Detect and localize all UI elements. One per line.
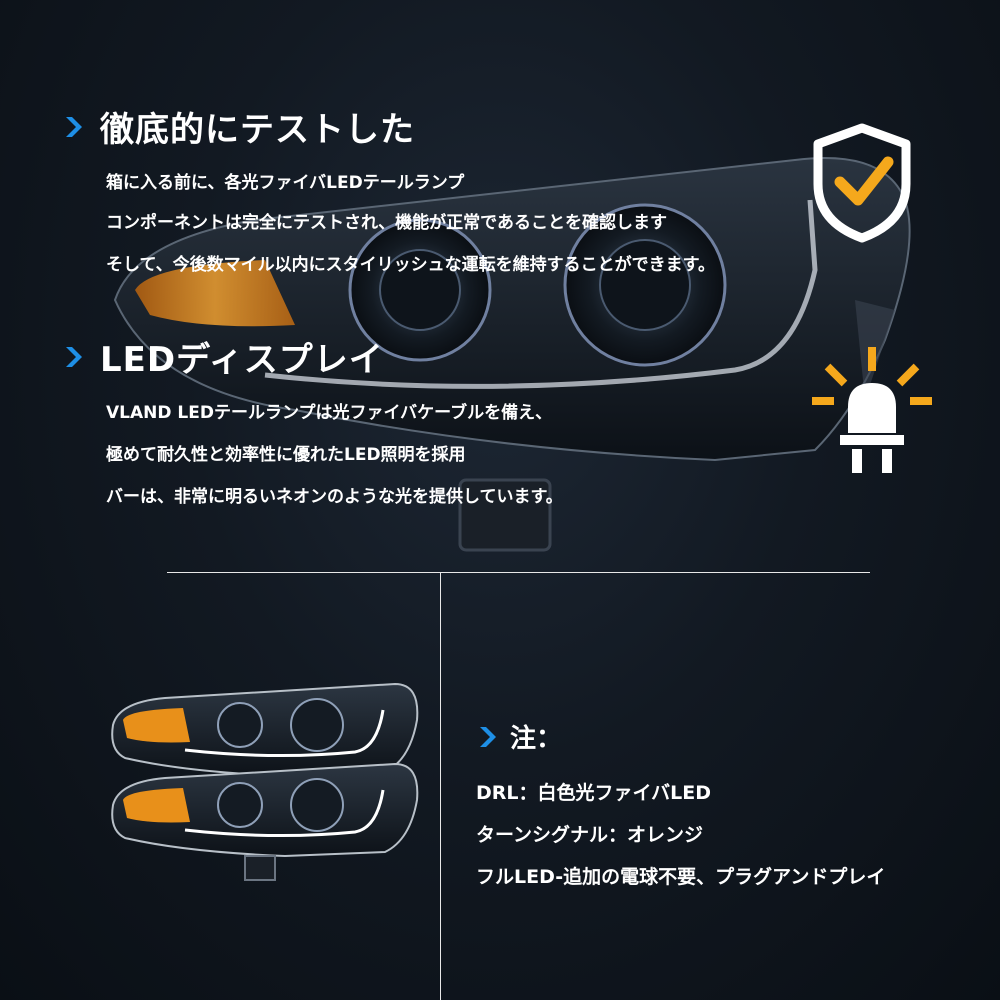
section-tested-line-3: そして、今後数マイル以内にスタイリッシュな運転を維持することができます。 [106,255,715,275]
section-led-line-3: バーは、非常に明るいネオンのような光を提供しています。 [106,487,563,507]
note-turn-signal: ターンシグナル：オレンジ [476,824,704,846]
section-tested: 徹底的にテストした [62,102,415,151]
section-led-display: LEDディスプレイ [62,332,384,381]
shield-check-icon [813,123,911,243]
chevron-right-icon [480,726,496,747]
section-led-heading: LEDディスプレイ [100,340,384,380]
section-tested-line-1: 箱に入る前に、各光ファイバLEDテールランプ [106,173,465,193]
section-tested-heading: 徹底的にテストした [100,110,415,150]
note-full-led: フルLED-追加の電球不要、プラグアンドプレイ [476,866,886,888]
led-bulb-icon [812,347,932,473]
notes-heading: 注： [510,724,563,754]
note-drl: DRL：白色光ファイバLED [476,782,711,804]
chevron-right-icon [66,116,82,137]
horizontal-divider [167,572,870,573]
chevron-right-icon [66,346,82,367]
notes-title: 注： [476,718,562,755]
section-tested-title: 徹底的にテストした [62,102,415,151]
section-tested-line-2: コンポーネントは完全にテストされ、機能が正常であることを確認します [106,213,667,233]
section-led-line-2: 極めて耐久性と効率性に優れたLED照明を採用 [106,445,466,465]
headlamp-pair-image [111,682,419,881]
section-led-line-1: VLAND LEDテールランプは光ファイバケーブルを備え、 [106,403,553,423]
vertical-divider [440,572,441,1000]
headlamp-hero-image [113,157,911,552]
section-led-title: LEDディスプレイ [62,332,384,381]
